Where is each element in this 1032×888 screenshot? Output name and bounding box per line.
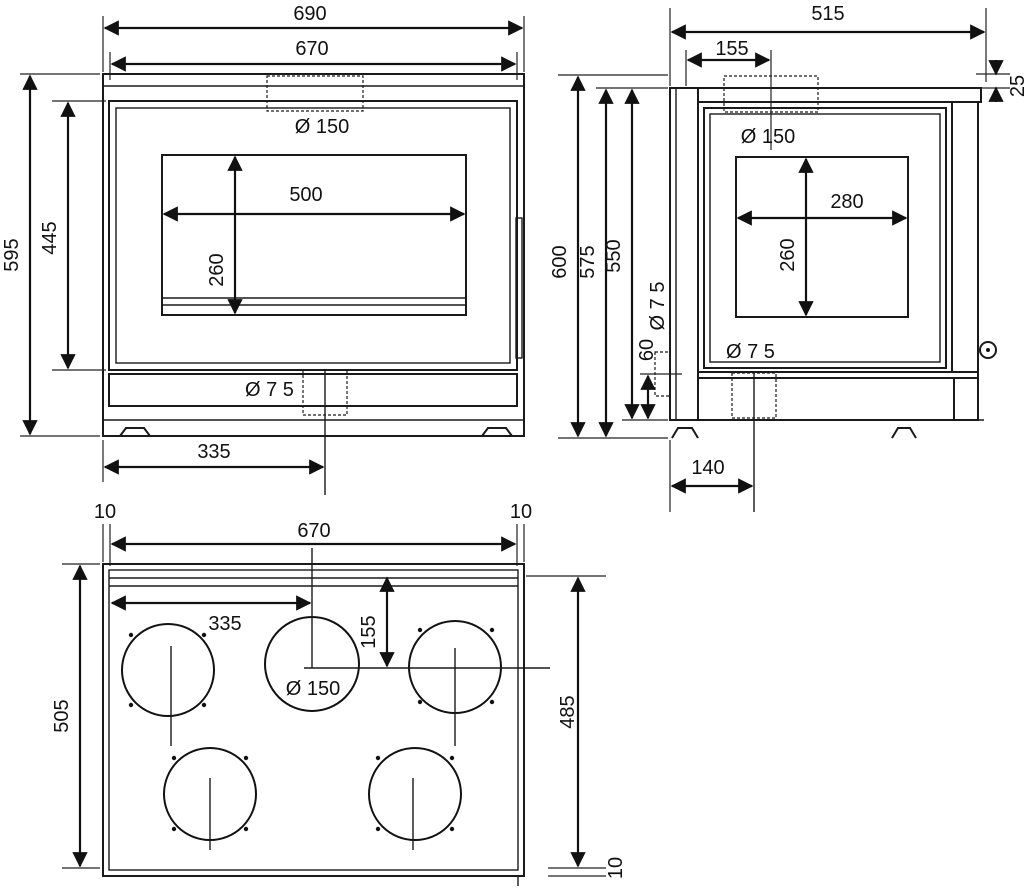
front-glass-window — [161, 154, 467, 316]
label-front-flue-diameter: Ø 150 — [295, 116, 349, 138]
dim-side-height-550: 550 — [603, 239, 625, 272]
dim-front-inlet-offset: 335 — [197, 441, 230, 463]
top-hole-right — [408, 620, 502, 746]
top-hole-bottom-left — [163, 747, 257, 850]
dim-side-inlet-height: 60 — [636, 339, 658, 361]
side-base-box — [697, 377, 955, 421]
dim-front-height-opening: 445 — [39, 221, 61, 254]
dim-top-flue-depth: 155 — [358, 615, 380, 648]
label-front-air-inlet: Ø 7 5 — [245, 379, 294, 401]
side-foot-rear — [891, 427, 917, 439]
front-flue-collar — [266, 75, 364, 112]
dim-side-depth: 515 — [811, 3, 844, 25]
dim-front-window-height: 260 — [206, 253, 228, 286]
dim-top-depth-overall: 505 — [51, 699, 73, 732]
dim-side-inlet-offset: 140 — [691, 457, 724, 479]
front-foot-right — [481, 427, 513, 437]
front-door-frame — [108, 100, 518, 371]
top-hole-bottom-right — [368, 747, 462, 850]
dim-side-window-height: 260 — [777, 238, 799, 271]
dim-side-window-width: 280 — [830, 191, 863, 213]
side-top-plate — [697, 87, 982, 103]
top-body-outline — [102, 563, 525, 877]
dim-front-window-width: 500 — [289, 184, 322, 206]
dim-side-flue-offset: 155 — [715, 38, 748, 60]
dim-front-width-inner: 670 — [295, 38, 328, 60]
front-body-outline — [102, 73, 525, 437]
side-foot-front — [671, 427, 699, 439]
dim-front-height-overall: 595 — [1, 238, 23, 271]
side-front-panel — [669, 87, 699, 421]
front-ash-drawer — [108, 373, 518, 407]
dim-front-width-overall: 690 — [293, 3, 326, 25]
side-firebox-inner — [709, 113, 941, 363]
dim-top-margin-right: 10 — [510, 501, 532, 523]
front-view: 690 670 Ø 150 595 445 500 260 Ø 7 5 335 — [1, 3, 525, 495]
dim-top-bottom-margin: 10 — [605, 857, 627, 879]
dim-top-depth-inner: 485 — [557, 695, 579, 728]
side-rear-foot-block — [953, 377, 979, 421]
dim-top-margin-left: 10 — [94, 501, 116, 523]
dim-side-height-575: 575 — [577, 245, 599, 278]
label-side-rear-air-inlet: Ø 7 5 — [647, 282, 669, 331]
top-view: 10 10 670 335 155 Ø 150 505 485 10 — [51, 501, 627, 886]
side-rear-lug — [979, 341, 997, 359]
dim-side-top-step: 25 — [1007, 75, 1029, 97]
side-view: 515 155 25 Ø 150 280 260 600 575 550 Ø — [549, 3, 1029, 512]
label-top-flue-diameter: Ø 150 — [286, 678, 340, 700]
label-side-flue-diameter: Ø 150 — [741, 126, 795, 148]
dim-top-width-inner: 670 — [297, 520, 330, 542]
front-foot-left — [119, 427, 151, 437]
dim-top-center-offset: 335 — [208, 613, 241, 635]
side-firebox — [703, 107, 947, 369]
side-glass-window — [735, 156, 909, 318]
front-door-handle — [515, 217, 523, 359]
label-side-bottom-air-inlet: Ø 7 5 — [726, 341, 775, 363]
dim-side-height-600: 600 — [549, 245, 571, 278]
top-hole-left — [121, 623, 215, 746]
side-rear-column — [951, 101, 979, 373]
front-door-inner — [115, 107, 511, 364]
